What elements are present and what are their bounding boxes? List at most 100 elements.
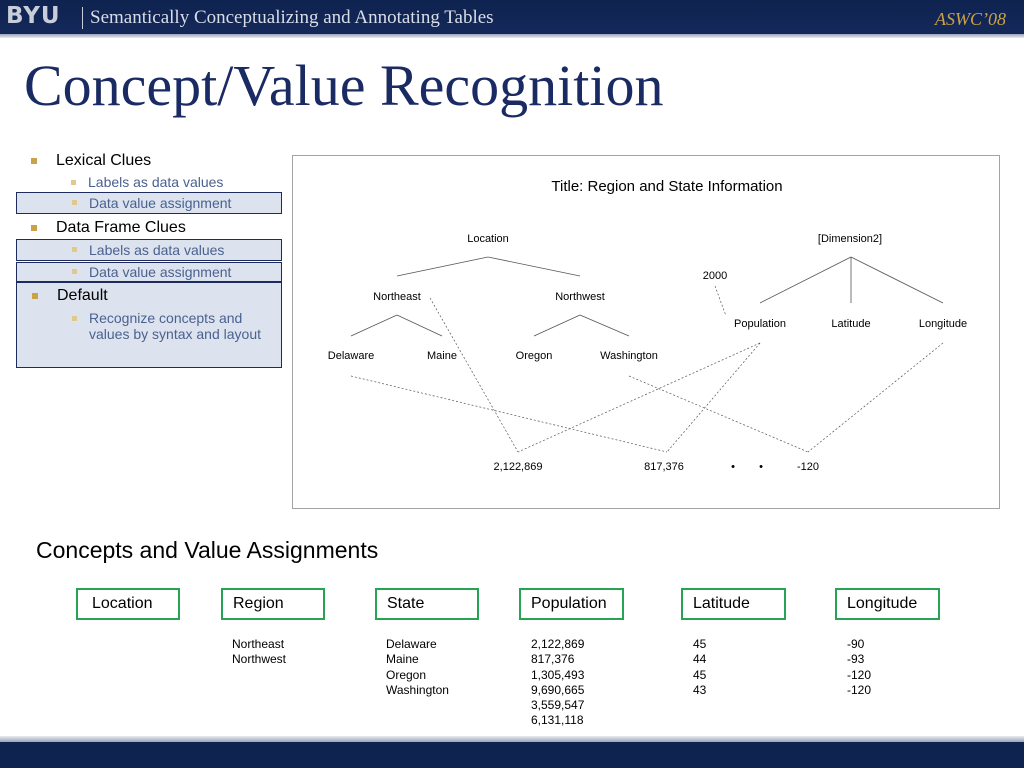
concept-latitude: Latitude (681, 588, 786, 620)
link-washington-value (628, 375, 809, 453)
node-longitude: Longitude (919, 318, 967, 330)
value-item: 45 (693, 667, 707, 682)
sub-bullet-marker (71, 180, 76, 185)
value-item: 44 (693, 652, 707, 667)
highlighted-default-block: Default Recognize concepts and values by… (16, 282, 282, 368)
sub-bullet-marker (72, 316, 77, 321)
value-minus-120: -120 (797, 461, 819, 473)
node-maine: Maine (427, 350, 457, 362)
node-washington: Washington (600, 350, 658, 362)
value-2122869: 2,122,869 (494, 461, 543, 473)
value-item: -120 (847, 667, 872, 682)
node-year-2000: 2000 (703, 270, 727, 282)
link-longitude-value (807, 342, 944, 453)
sub-bullet-marker (72, 200, 77, 205)
concept-longitude: Longitude (835, 588, 940, 620)
longitude-values: -90 -93 -120 -120 (847, 637, 871, 698)
sub-bullet: Recognize concepts and values by syntax … (17, 310, 281, 342)
table-tree-figure: Title: Region and State Information Loca… (292, 155, 1000, 509)
bullet-label: Lexical Clues (56, 152, 152, 169)
bullet-marker (31, 225, 37, 231)
value-item: 3,559,547 (531, 698, 585, 713)
sub-bullet-label: Labels as data values (88, 174, 224, 190)
node-oregon: Oregon (516, 350, 553, 362)
byu-logo: BYU (6, 3, 61, 29)
value-item: 817,376 (531, 652, 575, 667)
bullet-lexical-clues: Lexical Clues (16, 150, 282, 172)
value-item: 1,305,493 (531, 667, 585, 682)
value-item: -120 (847, 682, 872, 697)
edge-location-northwest (487, 256, 581, 277)
value-item: Washington (386, 682, 449, 697)
conference-label: ASWC’08 (935, 9, 1006, 29)
bullet-default: Default (17, 285, 281, 307)
bullet-marker (32, 293, 38, 299)
tree-edges (350, 256, 944, 337)
bullet-label: Data Frame Clues (56, 219, 186, 236)
bullet-marker (31, 158, 37, 164)
node-latitude: Latitude (831, 318, 870, 330)
node-location: Location (467, 233, 509, 245)
value-item: Oregon (386, 667, 427, 682)
latitude-values: 45 44 45 43 (693, 637, 706, 698)
node-dimension2: [Dimension2] (818, 233, 882, 245)
footer-divider-line (0, 736, 1024, 742)
sub-bullet-marker (72, 247, 77, 252)
highlighted-sub-bullet: Data value assignment (16, 192, 282, 214)
link-population-value1 (517, 342, 761, 453)
value-item: Maine (386, 652, 419, 667)
edge-location-northeast (396, 256, 489, 277)
sub-bullet-label: Data value assignment (89, 264, 232, 280)
value-item: 45 (693, 637, 707, 651)
population-values: 2,122,869 817,376 1,305,493 9,690,665 3,… (531, 637, 584, 729)
header-divider-line (0, 34, 1024, 38)
value-item: Northwest (232, 652, 287, 667)
section-title: Concepts and Value Assignments (36, 537, 379, 563)
value-item: 2,122,869 (531, 637, 585, 651)
sub-bullet-label: Recognize concepts and values by syntax … (89, 310, 261, 342)
value-item: -93 (847, 652, 865, 667)
edge-northwest-oregon (533, 314, 581, 337)
link-year-population (714, 285, 727, 317)
edge-northwest-washington (579, 314, 630, 337)
footer-bar (0, 742, 1024, 768)
concept-state: State (375, 588, 479, 620)
region-values: Northeast Northwest (232, 637, 286, 668)
header-title: Semantically Conceptualizing and Annotat… (90, 7, 494, 28)
ellipsis-dot: • (731, 461, 735, 473)
header-divider (82, 7, 83, 29)
edge-northeast-maine (396, 314, 443, 337)
highlighted-sub-bullet: Data value assignment (16, 262, 282, 282)
figure-title: Title: Region and State Information (551, 178, 782, 195)
slide-title: Concept/Value Recognition (24, 53, 664, 118)
bullet-data-frame-clues: Data Frame Clues (16, 217, 282, 239)
value-item: Delaware (386, 637, 437, 651)
value-item: Northeast (232, 637, 285, 651)
node-northeast: Northeast (373, 291, 421, 303)
sub-bullet: Labels as data values (16, 172, 282, 192)
link-delaware-value (350, 375, 668, 453)
edge-northeast-delaware (350, 314, 398, 337)
concept-location: Location (76, 588, 180, 620)
value-817376: 817,376 (644, 461, 684, 473)
link-maine-value (429, 297, 519, 453)
concept-region: Region (221, 588, 325, 620)
node-northwest: Northwest (555, 291, 605, 303)
bullet-label: Default (57, 287, 108, 304)
tree-diagram: Title: Region and State Information Loca… (328, 178, 967, 473)
value-item: 43 (693, 682, 707, 697)
value-links (350, 285, 944, 453)
node-population: Population (734, 318, 786, 330)
ellipsis-dot: • (759, 461, 763, 473)
bullet-list: Lexical Clues Labels as data values Data… (16, 150, 282, 368)
highlighted-sub-bullet: Labels as data values (16, 239, 282, 261)
state-values: Delaware Maine Oregon Washington (386, 637, 449, 698)
concept-population: Population (519, 588, 624, 620)
value-item: 6,131,118 (531, 713, 584, 728)
value-item: 9,690,665 (531, 682, 585, 697)
sub-bullet-label: Labels as data values (89, 242, 225, 258)
value-item: -90 (847, 637, 865, 651)
header-bar: BYU Semantically Conceptualizing and Ann… (0, 0, 1024, 34)
sub-bullet-label: Data value assignment (89, 195, 232, 211)
edge-dimension-population (759, 256, 852, 304)
